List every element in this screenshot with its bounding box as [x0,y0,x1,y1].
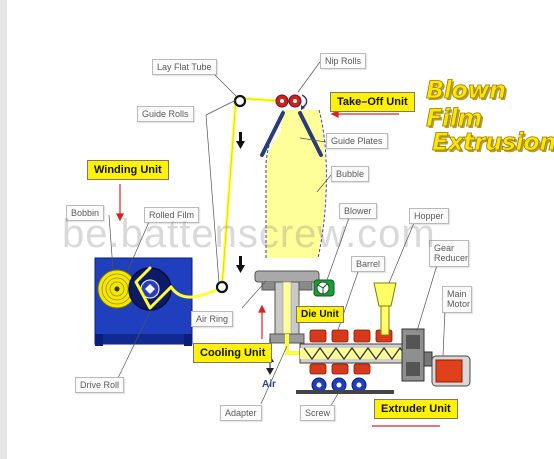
gear-reducer [401,328,425,382]
hopper [373,282,397,336]
cooling-fans [311,377,367,393]
main-motor [423,351,471,387]
callout-bobbin: Bobbin [66,205,105,222]
leader-lines [108,61,446,410]
film-direction-arrows [236,132,245,273]
title-line-2: Extrusion [432,128,554,157]
cooling-unit-label: Cooling Unit [193,343,273,363]
callout-gear-reducer: Gear Reducer [429,240,469,267]
callout-air-ring: Air Ring [191,311,234,328]
adapter [285,334,300,355]
bubble [265,109,327,259]
callout-drive-roll: Drive Roll [75,377,125,394]
watermark: be.battenscrew.com [62,212,436,256]
callout-nip-rolls: Nip Rolls [320,53,367,70]
callout-lay-flat-tube: Lay Flat Tube [152,59,217,76]
die-unit-label: Die Unit [296,306,344,323]
guide-roll-bottom [215,280,229,294]
callout-bubble: Bubble [331,166,370,183]
callout-guide-rolls: Guide Rolls [137,106,194,123]
air-label: Air [262,379,276,390]
callout-guide-plates: Guide Plates [326,133,388,150]
extruder-base [296,390,394,394]
callout-adapter: Adapter [220,405,262,422]
callout-rolled-film: Rolled Film [144,207,200,224]
callout-blower: Blower [339,203,377,220]
takeoff-unit-label: Take–Off Unit [330,92,415,112]
bobbin-roll [97,269,137,309]
title-line-1: Blown Film [426,76,507,133]
extruder-unit-label: Extruder Unit [374,399,458,419]
callout-main-motor: Main Motor [442,286,472,313]
barrel [299,343,409,364]
drive-roll [128,267,172,311]
callout-screw: Screw [300,405,336,422]
nip-rolls [275,94,308,110]
unit-pointers [116,110,440,427]
guide-plates [260,111,323,157]
blower [313,279,335,297]
callout-hopper: Hopper [409,208,449,225]
guide-roll-top [233,94,247,108]
winding-unit-label: Winding Unit [87,160,169,180]
callout-barrel: Barrel [351,256,386,273]
